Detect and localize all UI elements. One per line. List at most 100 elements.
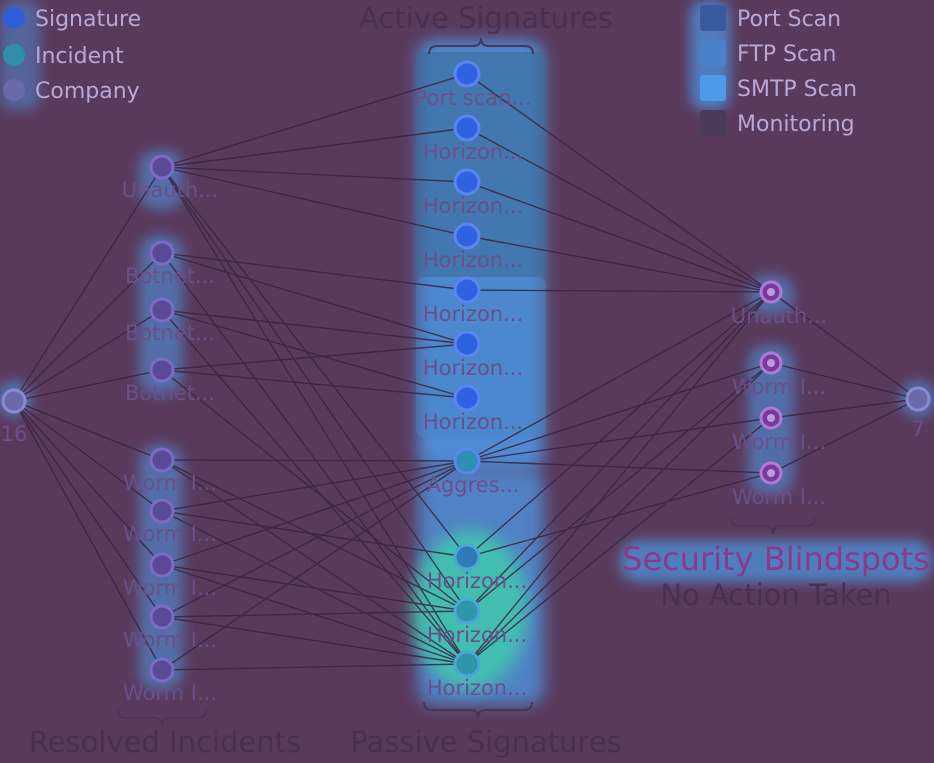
edge-active_0-to-blind_0 (466, 73, 772, 293)
edges (13, 73, 919, 671)
active-signature-label: Horizon... (423, 302, 523, 326)
active-signature-node[interactable] (453, 330, 481, 358)
resolved-incident-node[interactable] (149, 498, 175, 524)
passive-signature-label: Horizon... (427, 569, 527, 593)
legend-port-scan-label: Port Scan (737, 7, 841, 32)
blindspot-node-center (767, 288, 775, 296)
edge-resolved_1-to-active_5 (161, 252, 468, 345)
resolved-incident-label: Botnet... (125, 321, 215, 345)
resolved-incident-label: Worm I... (123, 628, 217, 652)
edge-active_7-to-blind_3 (466, 460, 772, 474)
legend-incident-label: Incident (35, 44, 124, 69)
company-node-right-label: 7 (911, 417, 924, 441)
resolved-incident-node[interactable] (149, 447, 175, 473)
resolved-incident-node[interactable] (149, 552, 175, 578)
edge-passive_1-to-blind_1 (466, 362, 772, 612)
edge-company_left-to-resolved_0 (13, 166, 163, 402)
active-signature-label: Horizon... (423, 356, 523, 380)
active-signature-label: Port scan... (415, 86, 532, 110)
edge-resolved_7-to-passive_1 (161, 610, 468, 618)
edge-resolved_2-to-active_5 (161, 309, 468, 345)
edge-active_7-to-blind_2 (466, 417, 772, 462)
edge-blind_3-to-company_right (770, 398, 919, 474)
legend-monitoring-swatch (700, 110, 726, 136)
edge-resolved_6-to-passive_1 (161, 564, 468, 612)
active-signature-node[interactable] (453, 114, 481, 142)
resolved-incident-label: Botnet... (125, 381, 215, 405)
edge-resolved_4-to-active_7 (161, 459, 468, 462)
legend-company-label: Company (35, 79, 140, 104)
company-node-left-label: 16 (1, 422, 28, 446)
active-signature-label: Horizon... (423, 140, 523, 164)
company-node-left[interactable] (1, 388, 27, 414)
resolved-incident-label: Unauth... (122, 178, 218, 202)
edge-resolved_8-to-passive_2 (161, 663, 468, 671)
active-signature-node[interactable] (453, 447, 481, 475)
edge-active_7-to-blind_1 (466, 362, 772, 462)
edge-resolved_3-to-active_6 (161, 369, 468, 399)
edge-resolved_4-to-passive_1 (161, 459, 468, 612)
resolved-incident-label: Worm I... (123, 681, 217, 705)
active-signature-node[interactable] (453, 222, 481, 250)
legend-incident-swatch (3, 44, 25, 66)
security-blindspots-title: Security Blindspots (622, 540, 930, 578)
edge-resolved_5-to-active_7 (161, 460, 468, 512)
active-signature-label: Horizon... (423, 410, 523, 434)
edge-resolved_7-to-passive_2 (161, 616, 468, 665)
active-signature-label: Aggres... (426, 473, 519, 497)
blindspot-incident-label: Worm I... (732, 375, 826, 399)
edge-blind_0-to-company_right (770, 291, 919, 400)
edge-company_left-to-resolved_3 (13, 369, 163, 402)
edge-company_left-to-resolved_1 (13, 252, 163, 402)
edge-active_1-to-blind_0 (466, 127, 772, 293)
edge-passive_2-to-blind_0 (466, 291, 772, 665)
no-action-taken-subtitle: No Action Taken (660, 578, 891, 612)
passive-signatures-title: Passive Signatures (350, 725, 621, 759)
blindspot-node-center (767, 359, 775, 367)
active-signature-node[interactable] (453, 276, 481, 304)
edge-resolved_7-to-active_7 (161, 460, 468, 618)
passive-signature-node[interactable] (453, 597, 481, 625)
company-node-right[interactable] (905, 386, 931, 412)
blindspot-incident-label: Worm I... (732, 430, 826, 454)
edge-blind_2-to-company_right (770, 398, 919, 419)
legend-smtp-scan-label: SMTP Scan (737, 77, 857, 102)
edge-resolved_0-to-passive_0 (161, 166, 468, 558)
resolved-incidents-title: Resolved Incidents (29, 725, 301, 759)
edge-passive_0-to-blind_0 (466, 291, 772, 558)
active-signature-label: Horizon... (423, 248, 523, 272)
edge-active_3-to-blind_0 (466, 235, 772, 293)
edge-resolved_3-to-passive_1 (161, 369, 468, 612)
resolved-incident-node[interactable] (149, 657, 175, 683)
active-signature-node[interactable] (453, 168, 481, 196)
edge-company_left-to-resolved_2 (13, 309, 163, 402)
edge-resolved_0-to-active_1 (161, 127, 468, 168)
legend-signature-label: Signature (35, 7, 141, 32)
passive-signature-node[interactable] (453, 543, 481, 571)
legend-smtp-scan-swatch (700, 75, 726, 101)
edge-resolved_1-to-active_4 (161, 252, 468, 291)
edge-passive_2-to-blind_1 (466, 362, 772, 665)
resolved-incident-node[interactable] (149, 604, 175, 630)
resolved-incident-node[interactable] (149, 357, 175, 383)
passive-signature-node[interactable] (453, 650, 481, 678)
edge-resolved_0-to-active_2 (161, 166, 468, 183)
active-signature-node[interactable] (453, 384, 481, 412)
resolved-incident-node[interactable] (149, 154, 175, 180)
blindspot-incident-label: Worm I... (732, 485, 826, 509)
edge-active_4-to-blind_0 (466, 289, 772, 293)
legend-right: Port Scan FTP Scan SMTP Scan Monitoring (700, 5, 857, 137)
blindspot-node-center (767, 414, 775, 422)
edge-resolved_3-to-active_5 (161, 343, 468, 371)
edge-resolved_6-to-active_7 (161, 460, 468, 566)
legend-ftp-scan-label: FTP Scan (737, 42, 836, 67)
active-signature-node[interactable] (453, 60, 481, 88)
resolved-incident-node[interactable] (149, 240, 175, 266)
legend-monitoring-label: Monitoring (737, 112, 855, 137)
edge-resolved_2-to-passive_2 (161, 309, 468, 665)
resolved-incident-node[interactable] (149, 297, 175, 323)
edge-blind_1-to-company_right (770, 362, 919, 400)
edge-passive_0-to-blind_3 (466, 472, 772, 558)
